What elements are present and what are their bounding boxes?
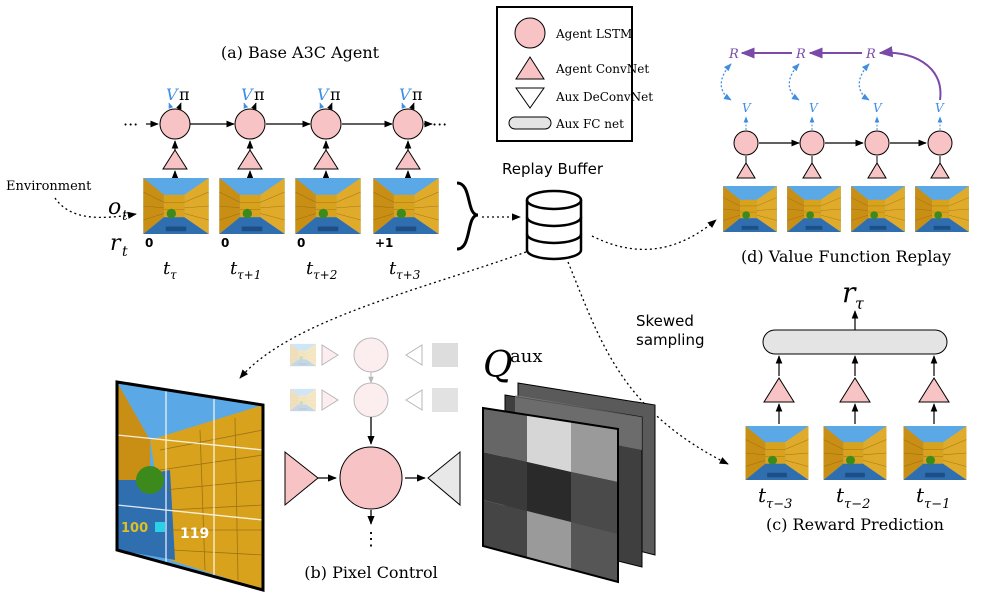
arrow-to-reward-prediction	[567, 261, 729, 465]
policy-label: π	[179, 85, 190, 104]
panel-d-title: (d) Value Function Replay	[741, 247, 951, 266]
apple-pickup	[136, 466, 164, 494]
panel-a-base-a3c: (a) Base A3C Agent ··· ··· V π V π	[6, 43, 479, 282]
lstm-node	[234, 108, 266, 140]
reward-value-1: 0	[145, 236, 153, 250]
lstm-node	[392, 108, 424, 140]
value-label: V	[399, 85, 412, 104]
reward-output-sub: τ	[855, 294, 865, 313]
legend-lstm-label: Agent LSTM	[555, 27, 632, 41]
observation-frame	[372, 178, 440, 234]
panel-c-reward-prediction: r τ t τ−3 t τ−2 t τ−1 (c) Reward Predict…	[745, 276, 967, 534]
vdots: ⋮	[362, 529, 380, 550]
time-label-c3-sub: τ−1	[924, 497, 950, 512]
panel-a-title: (a) Base A3C Agent	[221, 43, 380, 62]
value-label-d2: V	[809, 101, 819, 115]
time-label-c1-base: t	[758, 483, 767, 507]
database-icon	[525, 189, 583, 261]
value-label: V	[166, 85, 179, 104]
q-aux-sup: aux	[510, 346, 542, 367]
ellipsis-right: ···	[432, 115, 447, 134]
reward-output-base: r	[842, 276, 857, 309]
pixel-deconvnet-node	[427, 450, 461, 507]
reward-value-3: 0	[297, 236, 305, 250]
legend-convnet-label: Agent ConvNet	[555, 62, 649, 76]
return-label-3: R	[865, 47, 876, 62]
reward-value-4: +1	[375, 236, 393, 250]
obs-subscript: t	[122, 208, 128, 224]
lstm-node	[159, 108, 191, 140]
panel-b-pixel-control: 100 119 ⋮ Q aux	[115, 337, 656, 592]
a3c-step-2: V π	[218, 85, 286, 234]
replay-buffer-label: Replay Buffer	[502, 160, 604, 178]
time-label-c1-sub: τ−3	[766, 497, 792, 512]
pixel-convnet-node	[284, 450, 319, 507]
time-label-4-base: t	[389, 258, 397, 279]
reward-subscript: t	[122, 244, 128, 260]
environment-label: Environment	[6, 179, 92, 194]
lstm-node	[310, 108, 342, 140]
policy-label: π	[412, 85, 423, 104]
time-label-4-sub: τ+3	[396, 268, 421, 282]
observation-frame	[294, 178, 362, 234]
time-label-1-base: t	[163, 258, 171, 279]
reward-symbol: r	[110, 231, 122, 256]
time-label-3-sub: τ+2	[313, 268, 337, 282]
arrow-to-value-replay	[591, 219, 717, 250]
time-label-c2-base: t	[836, 483, 845, 507]
q-aux-front-map	[482, 406, 619, 584]
policy-label: π	[254, 85, 265, 104]
legend-deconvnet-label: Aux DeConvNet	[555, 90, 653, 104]
value-label: V	[317, 85, 330, 104]
policy-label: π	[330, 85, 341, 104]
obs-symbol: o	[108, 195, 121, 220]
hud-time: 119	[180, 526, 209, 542]
pixel-lstm-node	[339, 446, 403, 510]
value-label-d4: V	[935, 101, 945, 115]
legend-box: Agent LSTM Agent ConvNet Aux DeConvNet A…	[496, 6, 653, 142]
hud-score: 100	[121, 521, 148, 536]
a3c-step-4: V π	[372, 85, 440, 234]
return-label-2: R	[795, 47, 806, 62]
convnet-node	[237, 149, 263, 170]
a3c-step-3: V π	[294, 85, 362, 234]
convnet-node	[313, 149, 339, 170]
hud-key-icon	[155, 522, 165, 532]
value-label-d1: V	[742, 101, 752, 115]
observation-frame	[218, 178, 286, 234]
replay-buffer: Replay Buffer Skewed sampling	[239, 160, 729, 465]
observation-frame	[142, 178, 210, 234]
legend-fcnet-label: Aux FC net	[555, 117, 624, 131]
panel-b-title: (b) Pixel Control	[304, 563, 437, 582]
pixel-grid-observation: 100 119	[115, 380, 265, 592]
time-label-3-base: t	[306, 258, 314, 279]
ellipsis-left: ···	[123, 115, 138, 134]
fc-net-node	[762, 329, 948, 355]
a3c-step-1: V π	[142, 85, 210, 234]
value-label: V	[241, 85, 254, 104]
time-label-2-base: t	[230, 258, 238, 279]
panel-d-value-function-replay: R R R V V V V	[720, 46, 970, 266]
time-label-c3-base: t	[916, 483, 925, 507]
panel-c-title: (c) Reward Prediction	[766, 515, 944, 534]
value-label-d3: V	[873, 101, 883, 115]
q-aux-base: Q	[483, 345, 513, 386]
skewed-label-line2: sampling	[636, 331, 705, 349]
time-label-1-sub: τ	[170, 268, 177, 282]
faded-network-history	[290, 337, 458, 418]
skewed-label-line1: Skewed	[636, 312, 694, 330]
reward-value-2: 0	[221, 236, 229, 250]
time-label-2-sub: τ+1	[237, 268, 261, 282]
return-label-1: R	[728, 47, 739, 62]
time-label-c2-sub: τ−2	[844, 497, 870, 512]
convnet-node	[162, 149, 188, 170]
convnet-node	[395, 149, 421, 170]
sequence-brace	[456, 181, 479, 251]
q-aux-stack	[482, 382, 656, 584]
